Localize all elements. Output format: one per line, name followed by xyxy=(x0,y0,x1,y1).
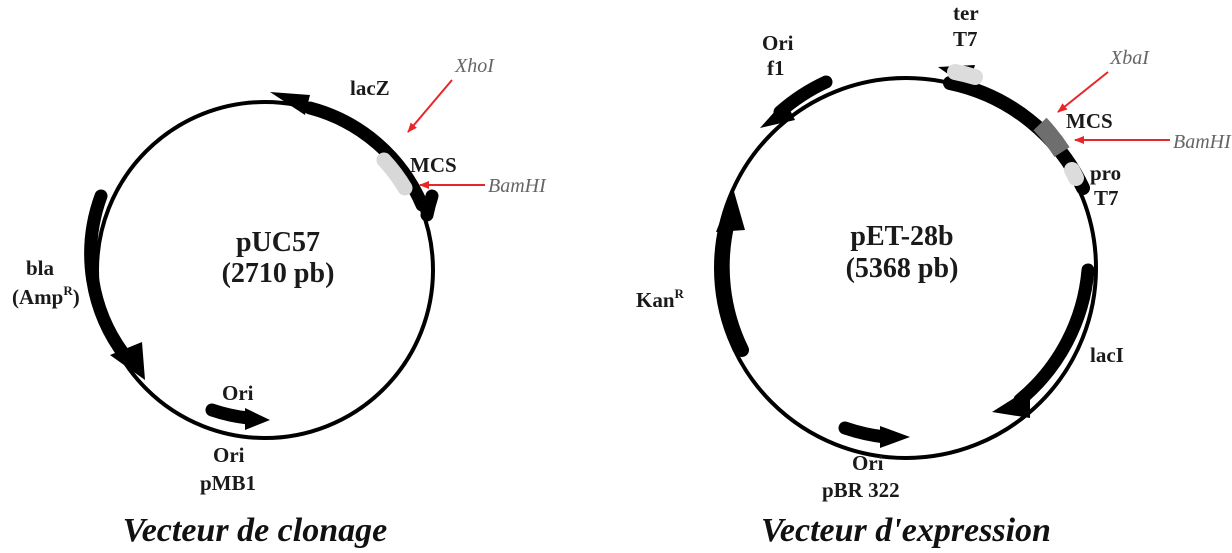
kanr-feature xyxy=(715,215,749,357)
ori-pbr322-arrowhead xyxy=(880,426,910,448)
ori-pbr-label-2: pBR 322 xyxy=(822,478,900,502)
bamhi-label-right: BamHI xyxy=(1173,131,1232,153)
pet-expression-region xyxy=(943,76,1090,195)
pet-mcs-label: MCS xyxy=(1066,109,1113,133)
laci-label: lacI xyxy=(1090,343,1124,367)
ter-label-2: T7 xyxy=(953,27,978,51)
kanr-label: KanR xyxy=(636,286,685,312)
ori-f1-arrowhead xyxy=(760,100,795,128)
pet28b-name: pET-28b xyxy=(850,221,953,252)
xbai-arrow xyxy=(1057,71,1109,113)
pet28b-size: (5368 pb) xyxy=(846,253,959,284)
puc57-name: pUC57 xyxy=(236,227,320,258)
ori-f1-label-1: Ori xyxy=(762,31,794,55)
lacz-tail xyxy=(420,189,439,222)
kanr-arrowhead xyxy=(716,188,745,232)
laci-feature xyxy=(1013,263,1095,407)
bla-arrowhead xyxy=(110,342,145,380)
puc57-mcs-label: MCS xyxy=(410,153,457,177)
ori-pbr-label-1: Ori xyxy=(852,451,884,475)
ori-pbr322-feature xyxy=(838,421,892,444)
ter-label-1: ter xyxy=(953,1,979,25)
puc57-caption: Vecteur de clonage xyxy=(123,512,387,549)
pro-label-2: T7 xyxy=(1094,186,1119,210)
pet-mcs-feature xyxy=(1033,117,1070,158)
bla-feature xyxy=(84,189,133,364)
ori-near-label: Ori xyxy=(222,381,254,405)
ori-bottom-label: Ori xyxy=(213,443,245,467)
puc57-mcs xyxy=(376,152,413,196)
ori-pmb1-arrowhead xyxy=(245,408,270,430)
xhoi-arrow xyxy=(407,79,453,133)
bla-label: bla xyxy=(26,256,55,280)
puc57-size: (2710 pb) xyxy=(222,258,335,289)
xbai-label: XbaI xyxy=(1109,47,1150,69)
ter-t7-feature xyxy=(947,64,983,85)
laci-arrowhead xyxy=(992,388,1030,418)
ampr-label: (AmpR) xyxy=(12,283,80,309)
ori-f1-label-2: f1 xyxy=(767,56,785,80)
xhoi-label: XhoI xyxy=(454,55,495,77)
pet28b-map: Ori f1 ter T7 MCS pro T7 XbaI BamHI KanR… xyxy=(636,1,1232,549)
lacz-arrowhead xyxy=(270,92,310,115)
lacz-feature xyxy=(303,101,429,212)
ori-pmb1-feature xyxy=(205,403,255,425)
pro-t7-feature xyxy=(1064,162,1084,186)
puc57-map: lacZ MCS XhoI BamHI bla (AmpR) Ori Ori p… xyxy=(12,55,547,549)
pro-label-1: pro xyxy=(1090,161,1121,185)
lacz-label: lacZ xyxy=(350,76,390,100)
pet28b-caption: Vecteur d'expression xyxy=(761,512,1051,549)
bamhi-label-left: BamHI xyxy=(488,175,547,197)
pmb1-label: pMB1 xyxy=(200,471,256,495)
